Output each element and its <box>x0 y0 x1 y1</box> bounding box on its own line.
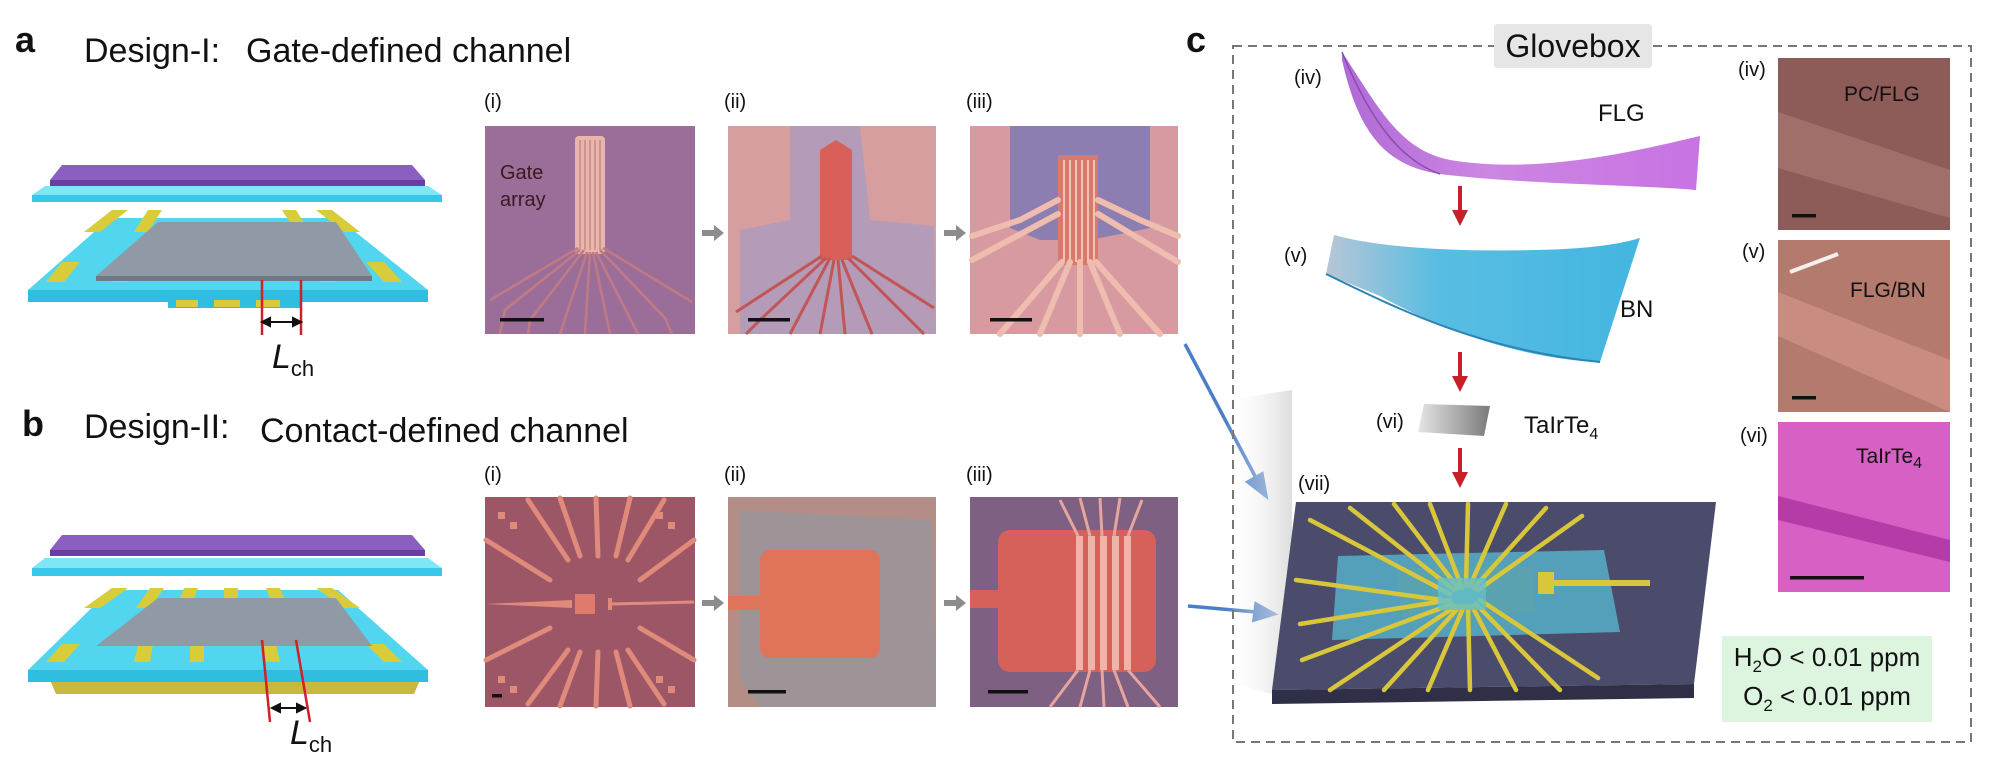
step-arrow-a-1 <box>702 225 724 241</box>
bn-film <box>1326 235 1640 362</box>
micrograph-a-ii <box>728 126 936 336</box>
design-ii-title: Contact-defined channel <box>260 412 629 450</box>
step-label-a-iii: (iii) <box>966 91 993 113</box>
flow-material-bn: BN <box>1620 296 1654 323</box>
step-arrow-b-1 <box>702 595 724 611</box>
top-gate-layer <box>50 165 425 180</box>
micrograph-a-i <box>485 126 695 335</box>
design-i-label: Design-I: <box>84 32 221 70</box>
micro-step-vi: (vi) <box>1740 425 1768 447</box>
step-label-b-i: (i) <box>484 464 502 486</box>
h2o-level: H2O < 0.01 ppm <box>1733 641 1921 677</box>
design-i-title: Gate-defined channel <box>246 32 572 70</box>
micrograph-b-ii <box>728 497 936 707</box>
flow-step-iv: (iv) <box>1294 67 1322 89</box>
micrograph-b-i <box>483 495 697 709</box>
step-label-a-ii: (ii) <box>724 91 747 113</box>
step-label-b-iii: (iii) <box>966 464 993 486</box>
top-hbn-layer <box>32 186 442 195</box>
sample-flake-b <box>96 598 372 646</box>
top-gate-layer-b <box>50 535 425 550</box>
lch-label-b: Lch <box>290 714 333 757</box>
micro-label-tairte4: TaIrTe4 <box>1856 445 1923 473</box>
device-b-schematic <box>28 535 442 723</box>
micro-label-pc-flg: PC/FLG <box>1844 83 1920 106</box>
tairte4-flake <box>1418 404 1490 436</box>
o2-level: O2 < 0.01 ppm <box>1743 681 1911 716</box>
step-label-a-i: (i) <box>484 91 502 113</box>
panel-label-a: a <box>15 19 36 60</box>
micrograph-c-vi <box>1778 422 1950 592</box>
panel-label-c: c <box>1186 19 1207 60</box>
device-a-schematic <box>28 165 442 335</box>
glovebox-label: Glovebox <box>1494 24 1652 68</box>
glovebox-environment-box: H2O < 0.01 ppm O2 < 0.01 ppm <box>1722 636 1932 722</box>
lch-marker-a <box>260 280 303 335</box>
step-arrow-a-2 <box>944 225 966 241</box>
sample-flake <box>96 222 372 276</box>
flow-step-vi: (vi) <box>1376 411 1404 433</box>
flow-material-flg: FLG <box>1598 100 1645 127</box>
bottom-gate-slab <box>50 680 420 694</box>
micro-step-iv: (iv) <box>1738 59 1766 81</box>
micrograph-a-iii <box>969 126 1181 337</box>
lch-label-a: Lch <box>272 338 315 381</box>
micro-step-v: (v) <box>1742 241 1766 263</box>
flow-material-tairte4: TaIrTe4 <box>1524 412 1599 443</box>
lch-marker-b <box>260 639 312 723</box>
flg-film <box>1342 52 1700 190</box>
micrograph-c-iv <box>1778 58 1950 230</box>
micrograph-b-iii <box>970 497 1178 708</box>
final-device-vii <box>1272 501 1716 704</box>
design-ii-label: Design-II: <box>84 408 230 446</box>
micro-label-flg-bn: FLG/BN <box>1850 279 1926 302</box>
step-arrow-b-2 <box>944 595 966 611</box>
flow-step-v: (v) <box>1284 245 1308 267</box>
micrograph-c-v <box>1778 240 1950 412</box>
flow-step-vii: (vii) <box>1298 473 1331 495</box>
flow-arrows <box>1452 186 1468 488</box>
panel-label-b: b <box>22 403 44 444</box>
projection-wedge <box>1224 390 1292 700</box>
step-label-b-ii: (ii) <box>724 464 747 486</box>
